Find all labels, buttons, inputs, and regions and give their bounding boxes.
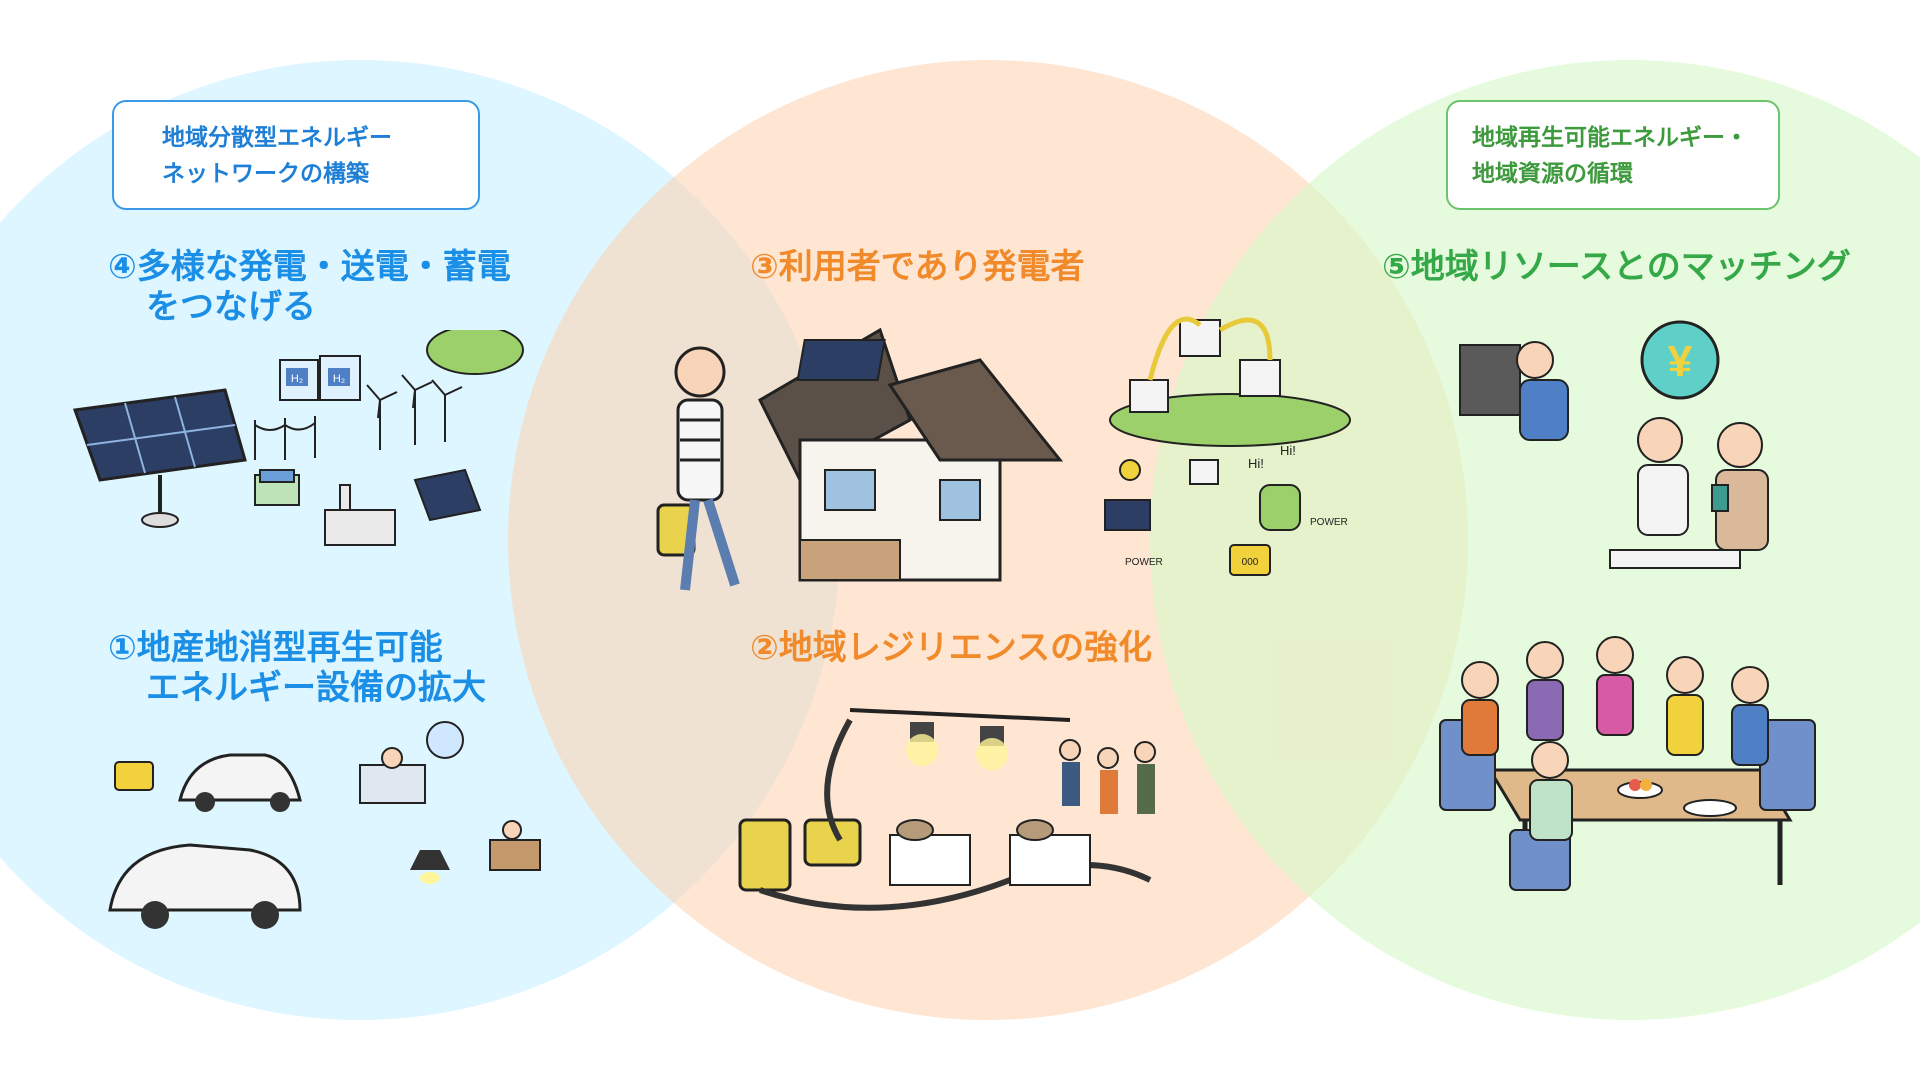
battery-icon: 000: [1229, 544, 1271, 576]
heading-resource-matching: ⑤地域リソースとのマッチング: [1382, 247, 1851, 287]
heading-resilience: ②地域レジリエンスの強化: [750, 628, 1152, 668]
heading-5-line1: ⑤地域リソースとのマッチング: [1382, 247, 1851, 287]
heading-connect-generation: ④多様な発電・送電・蓄電 をつなげる: [108, 247, 511, 327]
connected-homes-icon: [1109, 316, 1351, 447]
woman-smartphone-icon: [1711, 422, 1769, 551]
ev-home-illustration: [108, 721, 541, 929]
solar-panel-icon: [72, 388, 247, 528]
bathtub-person-icon: [359, 747, 426, 804]
power-line-icon: [254, 416, 316, 460]
power-sharing-illustration: Hi! Hi! POWER POWER 000: [1104, 316, 1351, 576]
factory-icon: [324, 484, 396, 546]
resource-matching-illustration: ¥: [1459, 320, 1769, 569]
heading-4-line1: ④多様な発電・送電・蓄電: [108, 247, 511, 287]
resilience-cooking-illustration: [738, 708, 1156, 911]
hydrogen-tank-icon: H₂ H₂: [279, 355, 361, 401]
person-desk-icon: [489, 820, 541, 871]
meter-worker-icon: [1459, 341, 1569, 441]
community-dining-illustration: [1439, 636, 1816, 891]
power-text-2: POWER: [1310, 517, 1348, 528]
electric-car-icon-2: [108, 843, 302, 929]
small-house-icon: [1189, 459, 1219, 485]
greeting-text-1: Hi!: [1248, 456, 1264, 471]
speech-bubbles-icon: Hi! Hi!: [1248, 443, 1296, 471]
electric-car-icon: [178, 753, 302, 812]
prosumer-house-illustration: [656, 327, 1064, 591]
generator-icon: [738, 818, 862, 892]
power-text-1: POWER: [1125, 557, 1163, 568]
yen-symbol: ¥: [1668, 337, 1693, 386]
volunteer-group-icon: [1059, 739, 1156, 814]
house-icon: [758, 327, 1064, 582]
food-plate-icon: [1617, 779, 1737, 817]
sun-icon: [1119, 459, 1141, 481]
diner-people-icon: [1461, 636, 1769, 841]
label-box-network: 地域分散型エネルギー ネットワークの構築: [112, 100, 480, 210]
charger-icon: [114, 761, 154, 791]
heading-2-line1: ②地域レジリエンスの強化: [750, 628, 1153, 668]
label-box-resource-line2: 地域資源の循環: [1472, 161, 1633, 187]
worker-solar-icon: [1104, 499, 1151, 531]
video-call-icon: [426, 721, 464, 759]
cooking-pot-icon: [889, 819, 1091, 886]
ground-solar-icon: [413, 468, 482, 522]
battery-label: 000: [1242, 557, 1259, 568]
forest-island-icon: [426, 330, 524, 375]
heading-3-line1: ③利用者であり発電者: [750, 247, 1085, 287]
heading-prosumer: ③利用者であり発電者: [750, 247, 1084, 287]
h2-tank-label-2: H₂: [333, 373, 345, 385]
greeting-text-2: Hi!: [1280, 443, 1296, 458]
power-label-icon: POWER POWER: [1125, 517, 1348, 568]
generation-network-illustration: H₂ H₂: [72, 330, 524, 546]
heading-1-line2: エネルギー設備の拡大: [146, 668, 486, 708]
label-box-resource-line1: 地域再生可能エネルギー・: [1472, 125, 1748, 151]
label-box-network-line1: 地域分散型エネルギー: [162, 125, 392, 151]
wind-turbine-icon: [366, 374, 463, 450]
hanging-lamp-icon: [849, 708, 1071, 770]
battery-station-icon: [254, 469, 300, 506]
counter-icon: [1609, 549, 1741, 569]
label-box-network-line2: ネットワークの構築: [162, 161, 369, 187]
label-box-resource-cycle: 地域再生可能エネルギー・ 地域資源の循環: [1446, 100, 1780, 210]
heading-local-renewables: ①地産地消型再生可能 エネルギー設備の拡大: [108, 628, 486, 708]
lamp-icon: [410, 850, 450, 884]
heading-4-line2: をつなげる: [146, 287, 316, 327]
person-chair-icon: [1259, 484, 1301, 531]
power-cable-icon: [759, 718, 1152, 911]
heading-1-line1: ①地産地消型再生可能: [108, 628, 443, 668]
h2-tank-label-1: H₂: [291, 373, 303, 385]
customer-icon: [1637, 417, 1689, 536]
person-walking-icon: [656, 346, 740, 591]
yen-bubble-icon: ¥: [1640, 320, 1720, 400]
